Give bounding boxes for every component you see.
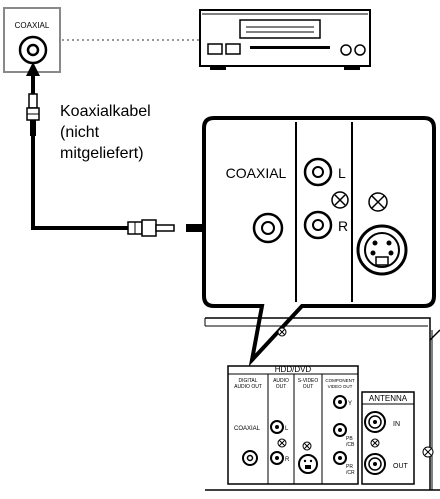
rear-r-label: R	[285, 457, 290, 463]
col-svideo-line2: OUT	[303, 384, 314, 390]
col-component-line1: COMPONENT	[325, 378, 355, 383]
zoom-l-label: L	[338, 165, 346, 181]
coaxial-cable	[31, 136, 128, 230]
top-coaxial-jack: COAXIAL	[3, 7, 61, 73]
col-component-line2: VIDEO OUT	[328, 384, 353, 389]
zoom-panel: COAXIAL L R	[202, 116, 436, 367]
rear-l-label: L	[285, 426, 289, 432]
zoom-coaxial-label: COAXIAL	[226, 165, 287, 181]
rear-antenna-label: ANTENNA	[369, 394, 408, 403]
rear-coaxial-label: COAXIAL	[234, 426, 261, 432]
cable-caption-line3: mitgeliefert)	[60, 145, 144, 162]
col-audio-line1: AUDIO	[273, 378, 289, 384]
zoom-r-label: R	[338, 218, 348, 234]
col-digital-line2: AUDIO OUT	[234, 384, 262, 390]
amplifier-icon	[199, 9, 371, 70]
rear-panel: HDD/DVD DIGITAL AUDIO OUT AUDIO OUT S-VI…	[204, 317, 440, 491]
top-cable-plug	[26, 93, 40, 136]
rear-cb-label: /CB	[346, 442, 355, 448]
rear-pb-label: PB	[346, 436, 353, 442]
rear-hdd-dvd-label: HDD/DVD	[275, 365, 312, 374]
top-coaxial-label: COAXIAL	[15, 21, 50, 30]
col-svideo-line1: S-VIDEO	[298, 378, 319, 384]
upward-arrow	[26, 62, 40, 94]
cable-caption-line2: (nicht	[60, 124, 100, 141]
rear-cr-label: /CR	[346, 470, 355, 476]
rear-antenna-in-label: IN	[393, 421, 400, 428]
col-audio-line2: OUT	[276, 384, 287, 390]
side-cable-plug	[127, 219, 175, 237]
cable-caption-line1: Koaxialkabel	[60, 103, 151, 120]
rear-y-label: Y	[348, 401, 352, 407]
rear-pr-label: PR	[346, 464, 353, 470]
col-digital-line1: DIGITAL	[238, 378, 257, 384]
rear-antenna-out-label: OUT	[393, 463, 409, 470]
